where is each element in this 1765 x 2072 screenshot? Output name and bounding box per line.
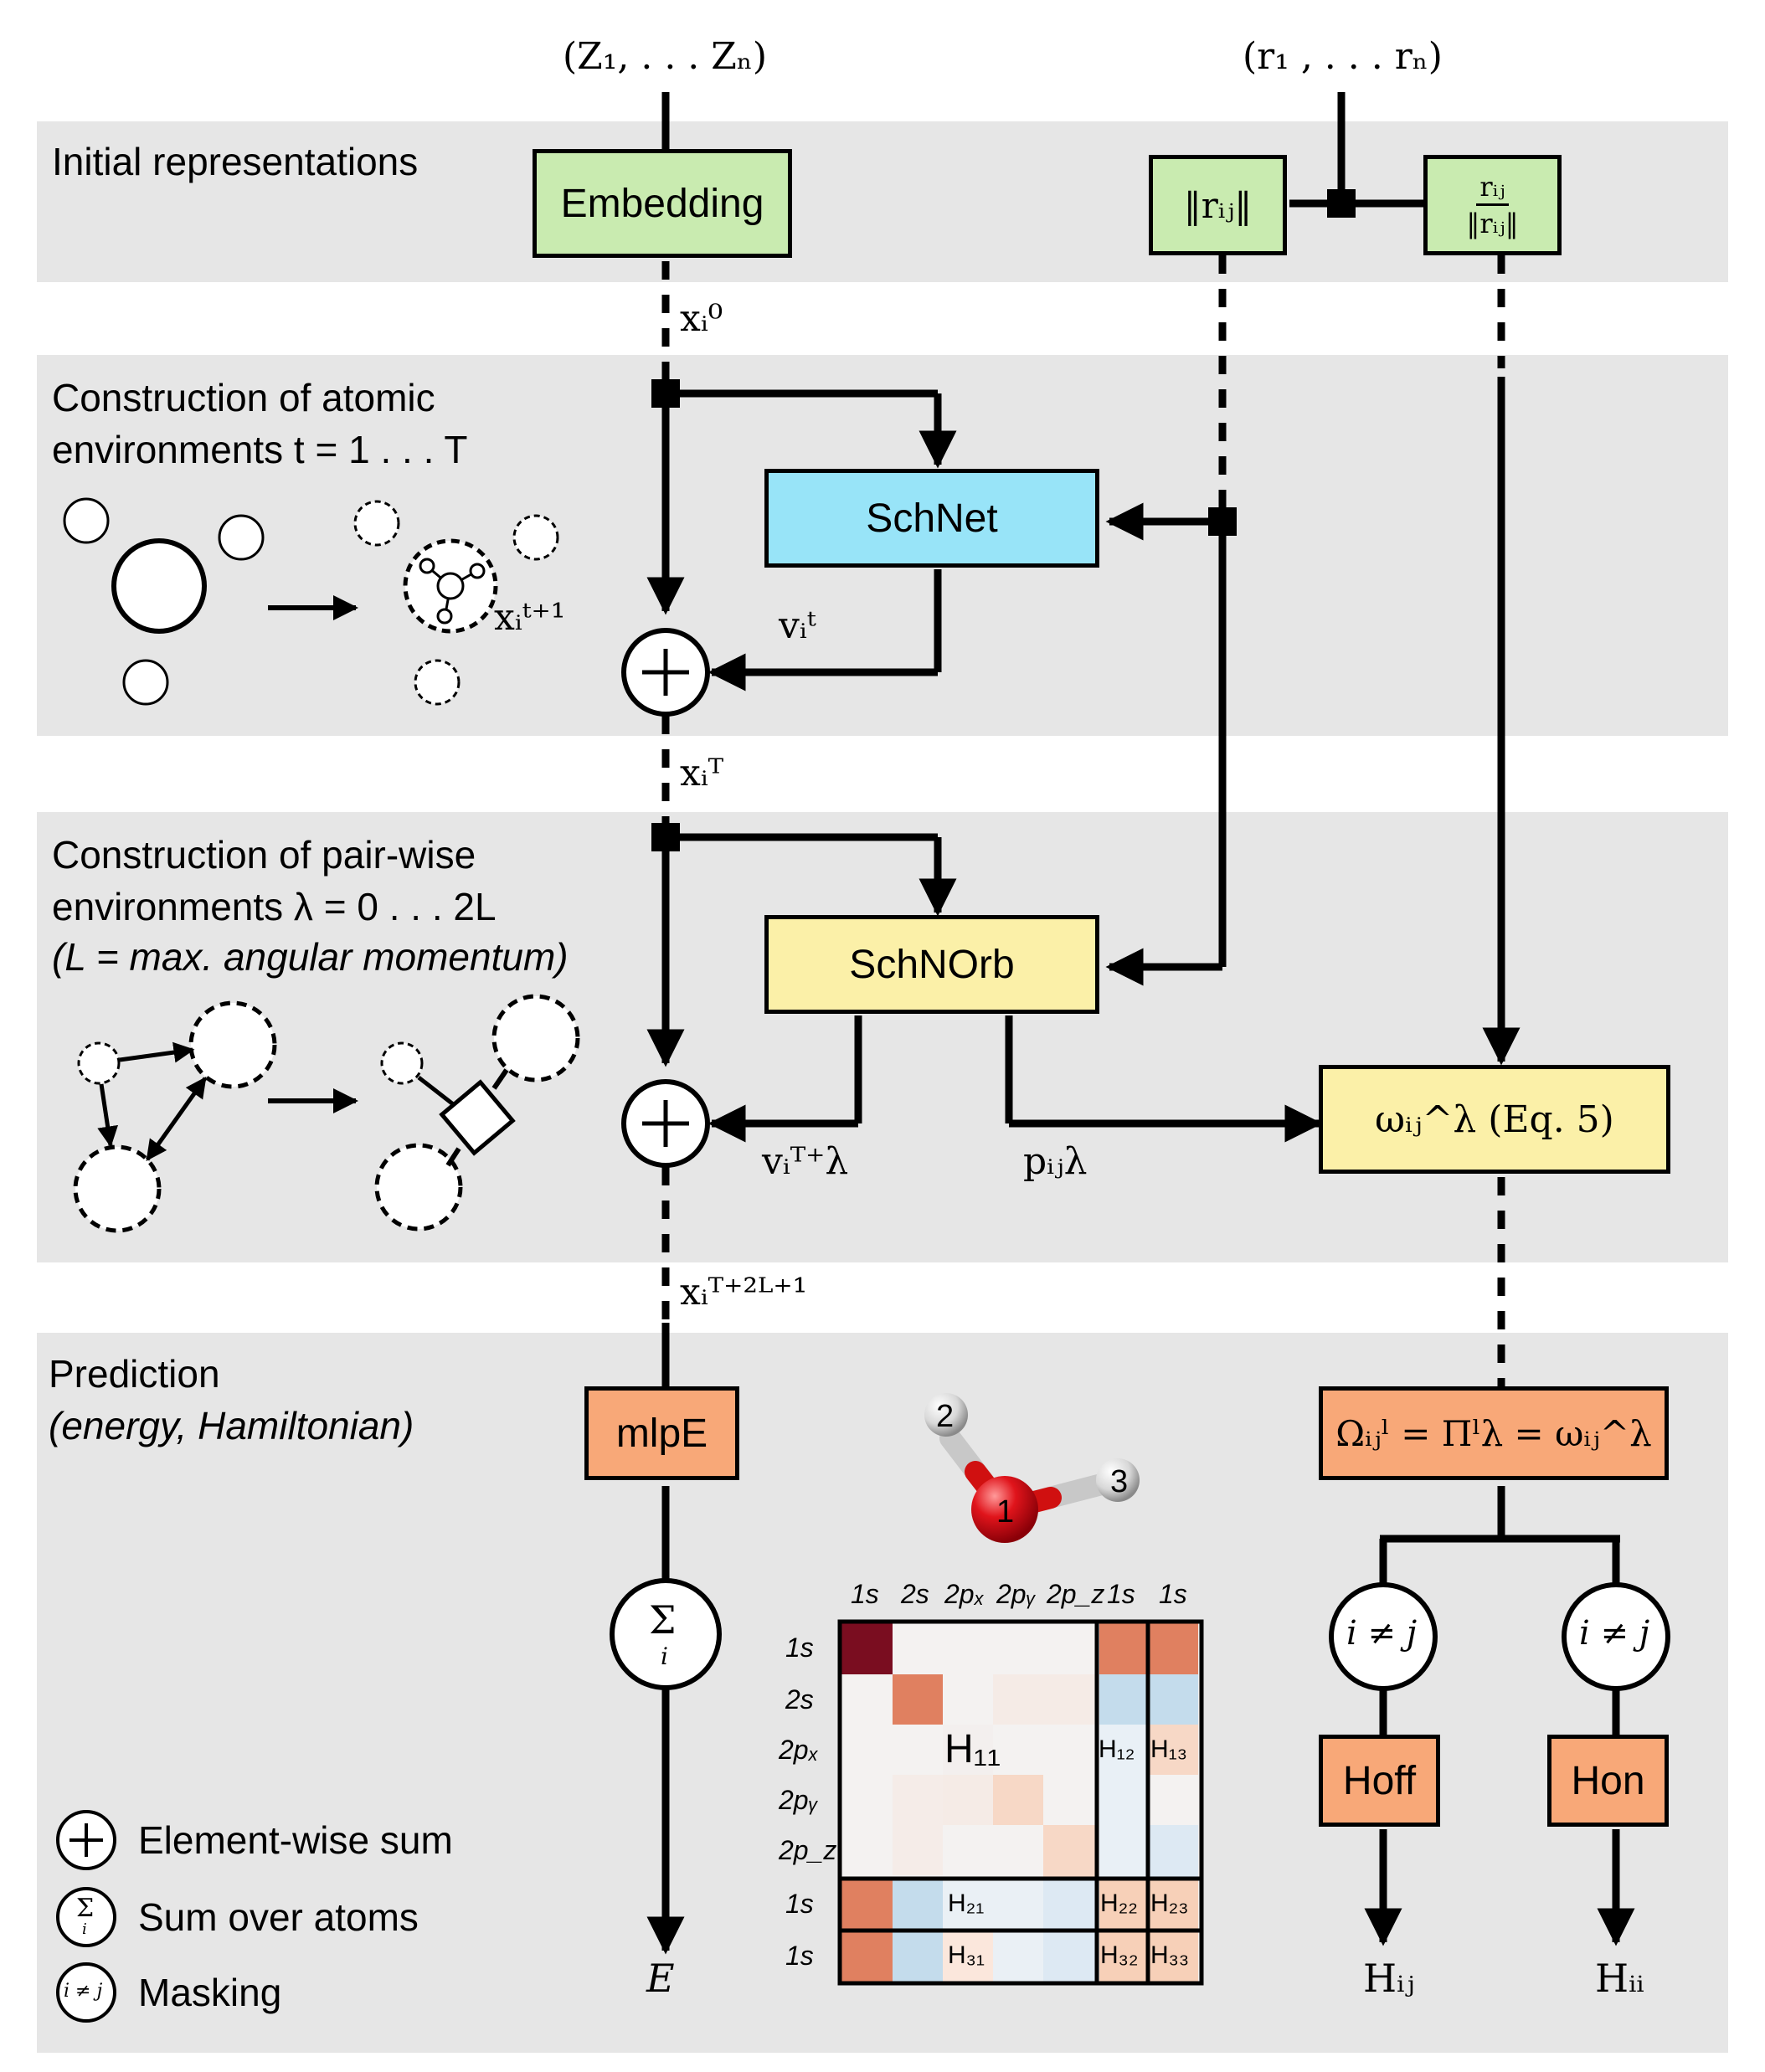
x-T-2L-1-label: xᵢᵀ⁺²ᴸ⁺¹: [680, 1271, 808, 1314]
h-ii-output: Hᵢᵢ: [1595, 1956, 1644, 2001]
legend-sum-symbol: Σ: [76, 1894, 95, 1923]
matrix-block-h13: H₁₃: [1150, 1735, 1188, 1763]
matrix-row-header: 2p_z: [779, 1835, 837, 1865]
schnet-block: SchNet: [764, 469, 1099, 568]
sum-node-2: [621, 1079, 710, 1168]
legend-sum-over-atoms: Sum over atoms: [138, 1895, 419, 1939]
legend-mask-symbol: i ≠ j: [64, 1981, 103, 2002]
legend-masking: Masking: [138, 1971, 282, 2014]
x0-label: xᵢ⁰: [680, 297, 723, 340]
h-off-block: Hoff: [1319, 1735, 1440, 1827]
junction-nodes: [651, 189, 1356, 851]
matrix-col-header: 1s: [851, 1579, 879, 1609]
section-pair-label-line2: environments λ = 0 . . . 2L: [52, 885, 497, 928]
omega-lambda-block: ωᵢⱼ^λ (Eq. 5): [1319, 1065, 1670, 1174]
matrix-col-header: 2s: [901, 1579, 929, 1609]
x-t-plus-1-label: xᵢᵗ⁺¹: [494, 596, 566, 639]
v-t-label: vᵢᵗ: [779, 604, 816, 647]
direction-denominator: ‖rᵢⱼ‖: [1466, 207, 1519, 239]
mask-node-offdiag: [1329, 1582, 1438, 1691]
pairwise-environments-panel: [37, 812, 1728, 1262]
matrix-row-header: 2s: [785, 1684, 814, 1715]
water-molecule-render: [924, 1393, 1140, 1543]
matrix-col-header: 2pᵧ: [996, 1579, 1037, 1609]
mlp-energy-block: mlpE: [584, 1386, 739, 1480]
section-pair-label-line1: Construction of pair-wise: [52, 833, 476, 877]
mask-offdiag-text: i ≠ j: [1346, 1614, 1418, 1653]
atomic-numbers-input: (Z₁, . . . Zₙ): [563, 35, 768, 78]
atom-label-1: 1: [996, 1494, 1015, 1530]
matrix-row-header: 1s: [785, 1889, 814, 1919]
matrix-row-header: 1s: [785, 1941, 814, 1971]
matrix-col-header: 1s: [1159, 1579, 1187, 1609]
atom-sum-symbol: Σ: [649, 1597, 677, 1643]
matrix-row-header: 2pᵧ: [779, 1785, 819, 1815]
mask-diag-text: i ≠ j: [1579, 1614, 1650, 1653]
matrix-block-h31: H₃₁: [948, 1941, 985, 1969]
direction-block: rᵢⱼ ‖rᵢⱼ‖: [1423, 155, 1562, 255]
matrix-row-header: 2pₓ: [779, 1735, 819, 1765]
hamiltonian-matrix: [837, 1619, 1204, 1986]
matrix-col-header: 1s: [1107, 1579, 1135, 1609]
atomic-environment-illustration: [63, 497, 559, 706]
legend-icons: [56, 1810, 116, 2023]
matrix-block-h33: H₃₃: [1150, 1941, 1190, 1969]
matrix-block-h23: H₂₃: [1150, 1889, 1189, 1917]
section-initial-label: Initial representations: [52, 140, 419, 183]
h-on-block: Hon: [1547, 1735, 1669, 1827]
mask-node-diag: [1562, 1582, 1670, 1691]
matrix-col-header: 2p_z: [1047, 1579, 1105, 1609]
p-lambda-label: pᵢⱼλ: [1023, 1140, 1088, 1183]
legend-sum-index: i: [82, 1920, 87, 1938]
direction-numerator: rᵢⱼ: [1476, 170, 1509, 206]
omega-product-block: Ωᵢⱼˡ = Πˡλ = ωᵢⱼ^λ: [1319, 1386, 1669, 1480]
h-ij-output: Hᵢⱼ: [1363, 1956, 1415, 2001]
matrix-block-h11: H₁₁: [944, 1727, 1001, 1771]
pairwise-environment-illustration: [73, 994, 580, 1233]
section-atomic-label-line2: environments t = 1 . . . T: [52, 428, 468, 471]
x-T-label: xᵢᵀ: [680, 752, 724, 794]
flow-lines: [646, 92, 1635, 1955]
v-T-lambda-label: vᵢᵀ⁺λ: [762, 1140, 849, 1183]
matrix-col-header: 2pₓ: [944, 1579, 985, 1609]
atom-label-2: 2: [936, 1399, 955, 1434]
embedding-block: Embedding: [533, 149, 792, 258]
distance-block: ‖rᵢⱼ‖: [1149, 155, 1287, 255]
sum-node-1: [621, 628, 710, 717]
positions-input: (r₁ , . . . rₙ): [1243, 35, 1443, 78]
matrix-block-h12: H₁₂: [1099, 1735, 1135, 1763]
section-prediction-label-line1: Prediction: [49, 1352, 220, 1396]
schnorb-block: SchNOrb: [764, 915, 1099, 1014]
atom-sum-node: [610, 1578, 722, 1690]
section-atomic-label-line1: Construction of atomic: [52, 376, 435, 419]
energy-output: E: [646, 1956, 675, 2001]
section-pair-label-line3: (L = max. angular momentum): [52, 935, 569, 979]
legend-elementwise-sum: Element-wise sum: [138, 1818, 453, 1862]
matrix-block-h22: H₂₂: [1100, 1889, 1138, 1917]
matrix-block-h32: H₃₂: [1100, 1941, 1139, 1969]
atom-label-3: 3: [1110, 1464, 1129, 1499]
atom-sum-index: i: [661, 1643, 668, 1670]
section-prediction-label-line2: (energy, Hamiltonian): [49, 1404, 414, 1447]
matrix-block-h21: H₂₁: [948, 1889, 985, 1917]
matrix-row-header: 1s: [785, 1632, 814, 1663]
